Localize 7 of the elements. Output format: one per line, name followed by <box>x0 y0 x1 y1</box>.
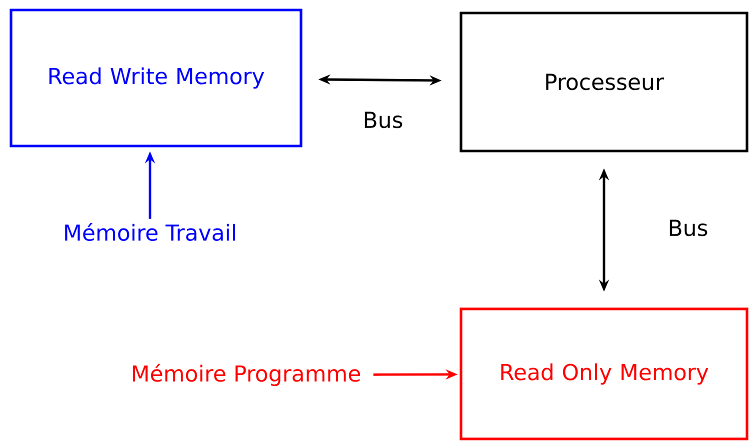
process-box: Read Write Memory <box>10 8 302 148</box>
edge-label: Bus <box>666 218 710 238</box>
text-label: Mémoire Travail <box>65 223 235 241</box>
process-box: Processeur <box>460 12 748 152</box>
text-label: Mémoire Programme <box>132 364 360 386</box>
edge-label: Bus <box>360 110 406 130</box>
process-box: Read Only Memory <box>460 308 748 440</box>
